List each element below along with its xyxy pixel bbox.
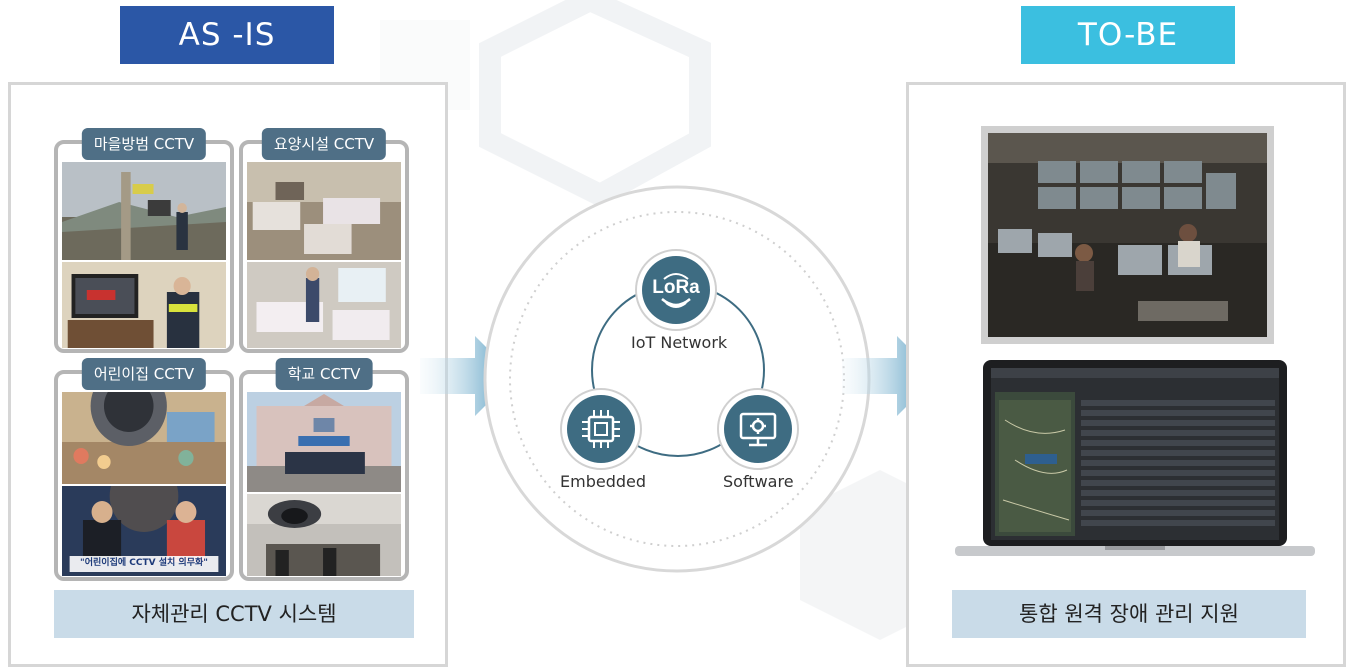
node-embedded (560, 388, 642, 470)
control-room-photo (981, 126, 1274, 344)
node-iot-network-label: IoT Network (631, 333, 728, 352)
lora-icon (635, 249, 717, 331)
tobe-caption: 통합 원격 장애 관리 지원 (952, 590, 1306, 638)
laptop-dashboard (955, 360, 1315, 560)
school-cctv-photo-2 (247, 494, 401, 576)
cctv-school-frame: 학교 CCTV (239, 358, 409, 581)
tobe-header: TO-BE (1021, 6, 1235, 64)
node-software (717, 388, 799, 470)
cctv-village-frame: 마을방범 CCTV (54, 128, 234, 353)
care-cctv-photo-1 (247, 162, 401, 260)
cctv-daycare-frame: 어린이집 CCTV "어린이집에 (54, 358, 234, 581)
village-cctv-photo-2 (62, 262, 226, 348)
center-diagram (483, 185, 871, 573)
school-cctv-photo-1 (247, 392, 401, 492)
lora-icon-text: LoRa (652, 277, 700, 298)
asis-panel: 마을방범 CCTV (8, 82, 448, 667)
node-iot-network: LoRa (635, 249, 717, 331)
monitor-gear-icon (717, 388, 799, 470)
asis-caption: 자체관리 CCTV 시스템 (54, 590, 414, 638)
news-caption: "어린이집에 CCTV 설치 의무화" (80, 558, 208, 568)
asis-header: AS -IS (120, 6, 334, 64)
node-embedded-label: Embedded (560, 472, 647, 491)
chip-icon (560, 388, 642, 470)
cctv-village-label: 마을방범 CCTV (81, 128, 207, 160)
cctv-daycare-label: 어린이집 CCTV (81, 358, 207, 390)
daycare-news-photo: "어린이집에 CCTV 설치 의무화" (62, 486, 226, 576)
cctv-school-label: 학교 CCTV (275, 358, 373, 390)
node-software-label: Software (723, 472, 794, 491)
care-cctv-photo-2 (247, 262, 401, 348)
village-cctv-photo-1 (62, 162, 226, 260)
daycare-cctv-photo-1 (62, 392, 226, 484)
cctv-care-frame: 요양시설 CCTV (239, 128, 409, 353)
cctv-care-label: 요양시설 CCTV (261, 128, 387, 160)
